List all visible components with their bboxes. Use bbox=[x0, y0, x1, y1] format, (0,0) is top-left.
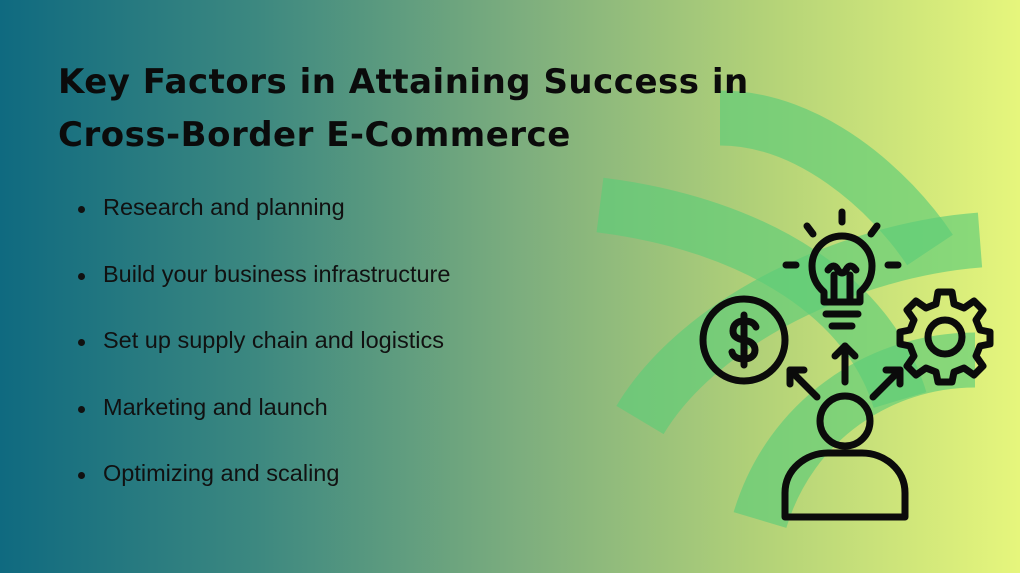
list-item: Marketing and launch bbox=[78, 394, 450, 461]
person-icon bbox=[781, 392, 909, 521]
list-item: Research and planning bbox=[78, 194, 450, 261]
bullet-dot bbox=[78, 272, 85, 280]
list-item-label: Marketing and launch bbox=[103, 393, 328, 420]
list-item: Build your business infrastructure bbox=[78, 261, 450, 328]
arrow-up-left-icon bbox=[786, 366, 821, 401]
page-title: Key Factors in Attaining Success in Cros… bbox=[58, 62, 749, 155]
list-item: Set up supply chain and logistics bbox=[78, 327, 450, 394]
list-item-label: Optimizing and scaling bbox=[103, 460, 340, 486]
bullet-dot bbox=[78, 405, 85, 413]
dollar-coin-icon bbox=[699, 295, 789, 385]
bullet-dot bbox=[78, 472, 85, 479]
list-item-label: Set up supply chain and logistics bbox=[103, 327, 444, 353]
lightbulb-icon bbox=[782, 208, 902, 330]
list-item-label: Research and planning bbox=[103, 194, 345, 220]
list-item: Optimizing and scaling bbox=[78, 460, 450, 527]
gear-icon bbox=[896, 288, 994, 386]
arrow-up-right-icon bbox=[869, 366, 904, 401]
bullet-list: Research and planning Build your busines… bbox=[78, 194, 450, 527]
bullet-dot bbox=[78, 339, 85, 346]
bullet-dot bbox=[78, 206, 85, 213]
arrow-up-icon bbox=[831, 342, 859, 386]
list-item-label: Build your business infrastructure bbox=[103, 260, 451, 287]
ideas-illustration bbox=[695, 205, 1005, 525]
